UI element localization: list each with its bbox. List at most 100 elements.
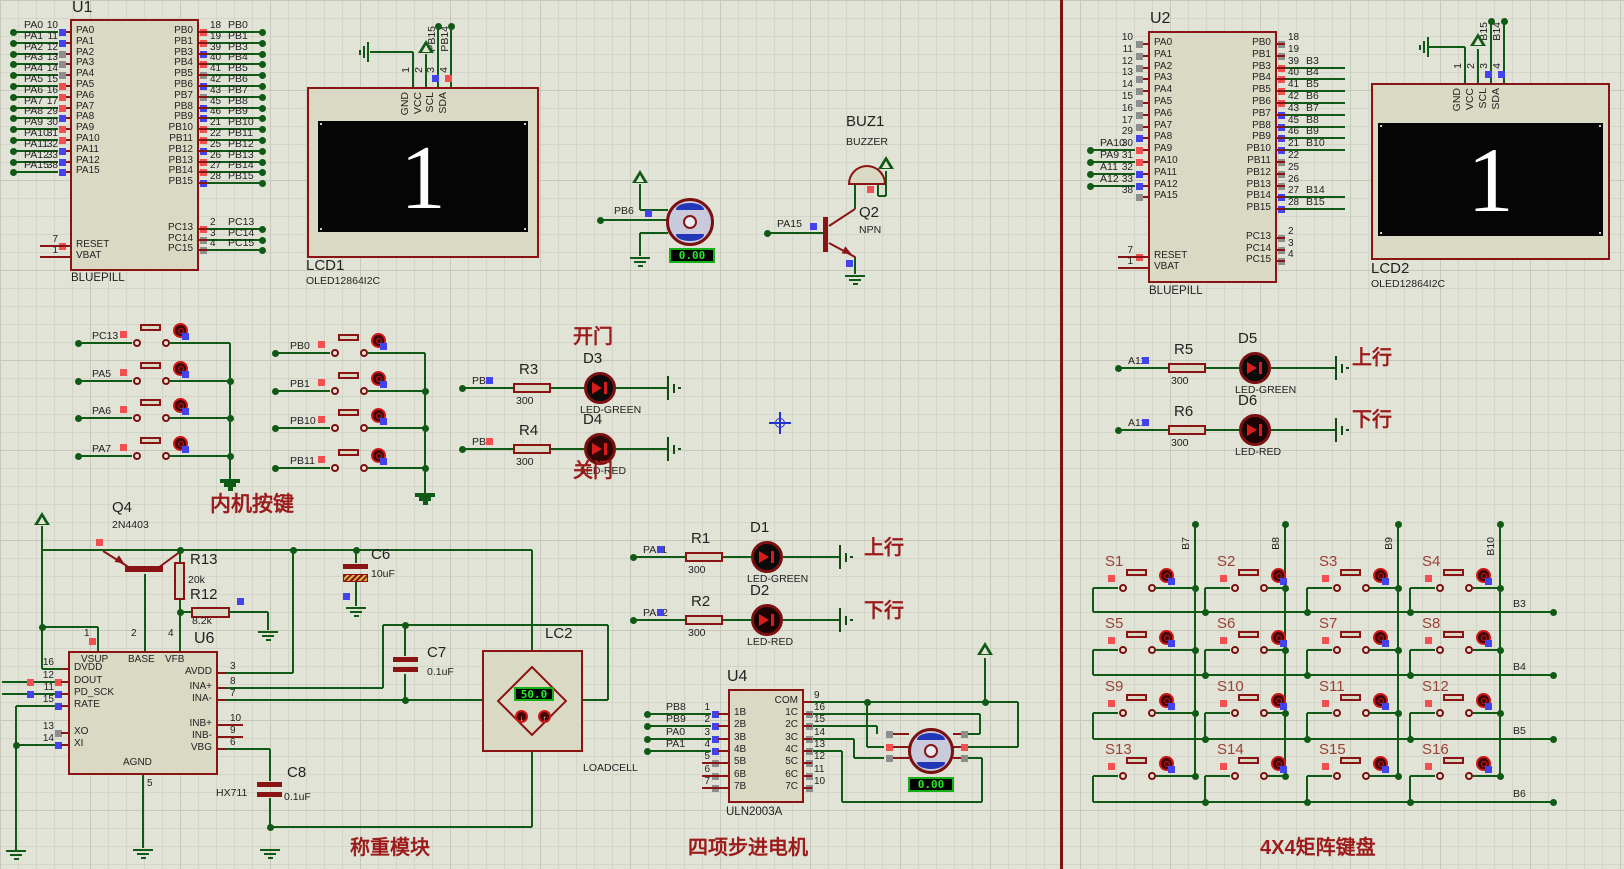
pin-number: 18 <box>210 20 222 31</box>
wire <box>666 437 670 461</box>
pin-state-square <box>1135 193 1143 201</box>
pin-number: 33 <box>46 150 58 161</box>
switch-ref: S1 <box>1105 553 1124 570</box>
junction-dot <box>1281 772 1289 780</box>
pin-state-square <box>711 747 719 755</box>
resistor-body[interactable] <box>191 607 230 618</box>
switch-ref: S4 <box>1422 553 1441 570</box>
chip-ref: U2 <box>1150 10 1171 27</box>
chip-body-U2[interactable] <box>1148 31 1277 283</box>
junction-dot <box>266 823 274 831</box>
junction-dot <box>1487 17 1495 25</box>
resistor-body[interactable] <box>174 562 185 600</box>
wire <box>838 545 842 569</box>
wire <box>66 139 70 141</box>
pin-state-square <box>1135 146 1143 154</box>
resistor-body[interactable] <box>513 444 551 454</box>
wire <box>1143 161 1148 163</box>
net-label: B10 <box>1306 137 1325 149</box>
resistor-body[interactable] <box>1168 363 1206 373</box>
button-terminal <box>1465 646 1473 654</box>
wire <box>368 352 425 354</box>
pin-state-square <box>1484 765 1492 773</box>
lcd-pin-number: 1 <box>400 67 412 73</box>
wire <box>199 171 207 173</box>
loadcell-body[interactable] <box>482 650 583 752</box>
button-terminal <box>1260 646 1268 654</box>
resistor-ref: R2 <box>691 593 711 610</box>
wire <box>207 42 262 44</box>
net-label: B6 <box>1306 90 1319 102</box>
pin-state-square <box>1167 702 1175 710</box>
net-label: B14 <box>1491 22 1503 41</box>
wire <box>66 161 70 163</box>
pin-number: 17 <box>46 96 58 107</box>
pin-name: PA9 <box>76 122 95 133</box>
wire <box>666 376 670 400</box>
pin-state-square <box>1484 702 1492 710</box>
net-label: PA0 <box>24 19 44 31</box>
pin-state-square <box>58 39 66 47</box>
loadcell-up-button[interactable]: ↑ <box>538 710 551 723</box>
chip-body-U4[interactable] <box>728 689 804 803</box>
pin-name: DVDD <box>74 662 103 673</box>
wire <box>1306 588 1308 612</box>
pin-state-square <box>26 690 34 698</box>
pin-number: 8 <box>230 676 236 687</box>
junction-dot <box>1201 608 1209 616</box>
chip-body-U6[interactable] <box>68 651 218 775</box>
button-cap <box>1443 694 1464 701</box>
led-body[interactable] <box>584 372 616 404</box>
resistor-body[interactable] <box>1168 425 1206 435</box>
wire <box>170 455 230 457</box>
led-body[interactable] <box>751 604 783 636</box>
pin-state-square <box>1424 636 1432 644</box>
wire <box>957 746 1018 748</box>
wire <box>811 738 854 740</box>
wire <box>600 219 668 221</box>
pin-number: 13 <box>46 52 58 63</box>
resistor-body[interactable] <box>685 552 723 562</box>
motor-coil-arc <box>917 756 945 769</box>
junction-dot <box>1549 671 1557 679</box>
lcd-pin-number: 4 <box>1491 63 1503 69</box>
wire <box>1156 712 1195 714</box>
wire <box>199 63 207 65</box>
wire <box>13 128 58 130</box>
wire <box>804 725 812 727</box>
wire <box>61 705 68 707</box>
net-label: PB9 <box>666 713 686 725</box>
loadcell-down-button[interactable]: ↓ <box>515 710 528 723</box>
wire <box>61 732 68 734</box>
wire <box>15 706 17 850</box>
text-label: 上行 <box>864 537 904 559</box>
chip-body-U1[interactable] <box>70 19 199 271</box>
pin-state-square <box>711 722 719 730</box>
button-terminal <box>1148 772 1156 780</box>
wire <box>811 725 877 727</box>
net-label: B8 <box>1306 114 1319 126</box>
junction-dot <box>1114 426 1122 434</box>
resistor-body[interactable] <box>685 615 723 625</box>
pin-name: 1B <box>734 707 747 718</box>
junction-dot <box>1496 520 1504 528</box>
switch-ref: S6 <box>1217 615 1236 632</box>
pin-number: 22 <box>210 128 222 139</box>
pin-state-square <box>644 209 652 217</box>
wire <box>878 195 886 197</box>
wire <box>13 161 58 163</box>
wire <box>1277 196 1285 198</box>
button-actuator-glyph <box>375 452 382 459</box>
pin-number: 11 <box>43 682 54 693</box>
wire <box>1156 775 1195 777</box>
wire <box>1277 185 1285 187</box>
junction-dot <box>258 246 266 254</box>
pin-name: 7B <box>734 781 747 792</box>
resistor-body[interactable] <box>513 383 551 393</box>
net-label: PB3 <box>472 375 492 387</box>
wire <box>1285 126 1345 128</box>
wire <box>1277 78 1285 80</box>
wire <box>462 448 513 450</box>
net-label: PB1 <box>228 30 248 42</box>
wire <box>957 733 980 735</box>
